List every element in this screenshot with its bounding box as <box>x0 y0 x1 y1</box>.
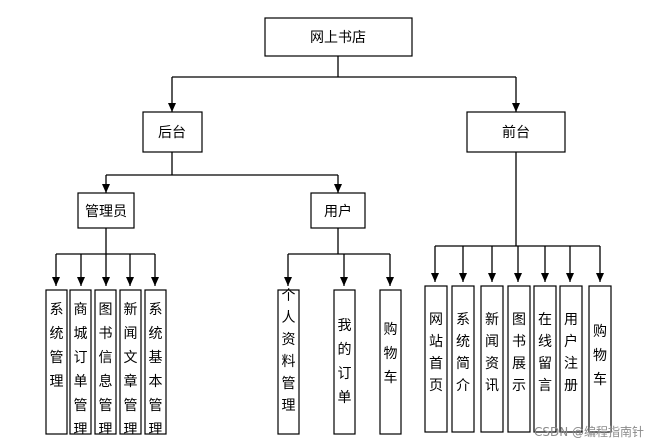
watermark: CSDN @编程指南针 <box>534 424 644 439</box>
user-node: 用户 <box>310 192 366 229</box>
root-label: 网上书店 <box>310 30 366 46</box>
admin-leaf-0: 系统管理 <box>45 289 68 435</box>
front-leaf-label-3: 图书展示 <box>512 312 526 394</box>
user-leaf-0: 个人资料管理 <box>277 288 300 435</box>
front-leaf-label-6: 购物车 <box>593 324 607 388</box>
frontend-label: 前台 <box>502 124 530 141</box>
front-leaf-4: 在线留言 <box>533 285 557 433</box>
front-leaf-label-4: 在线留言 <box>538 312 552 394</box>
admin-leaf-1: 商城订单管理 <box>69 289 92 438</box>
admin-node: 管理员 <box>77 192 135 229</box>
frontend-node: 前台 <box>466 111 566 153</box>
front-leaf-label-5: 用户注册 <box>564 312 578 394</box>
front-leaf-0: 网站首页 <box>424 285 448 433</box>
admin-leaf-label-1: 商城订单管理 <box>74 302 88 438</box>
user-leaf-2: 购物车 <box>379 289 402 435</box>
admin-leaf-label-3: 新闻文章管理 <box>124 302 138 438</box>
user-leaf-label-1: 我的订单 <box>338 318 352 406</box>
connector-user <box>284 228 394 286</box>
user-leaf-label-2: 购物车 <box>384 322 398 386</box>
connector-frontend <box>431 152 604 282</box>
admin-leaf-label-0: 系统管理 <box>50 302 64 390</box>
front-leaf-label-1: 系统简介 <box>456 312 470 394</box>
admin-leaf-label-4: 系统基本管理 <box>149 302 163 438</box>
connector-backend <box>102 152 342 193</box>
user-leaf-label-0: 个人资料管理 <box>282 288 296 414</box>
admin-leaf-3: 新闻文章管理 <box>119 289 142 438</box>
backend-label: 后台 <box>158 125 186 141</box>
admin-label: 管理员 <box>85 204 127 220</box>
root-node: 网上书店 <box>264 17 413 57</box>
connector-admin <box>52 228 159 286</box>
user-label: 用户 <box>324 203 352 220</box>
front-leaf-label-0: 网站首页 <box>429 312 443 394</box>
front-leaf-label-2: 新闻资讯 <box>485 312 499 394</box>
front-leaf-6: 购物车 <box>588 285 612 433</box>
user-leaf-1: 我的订单 <box>333 289 356 435</box>
admin-leaf-4: 系统基本管理 <box>144 289 167 438</box>
front-leaf-2: 新闻资讯 <box>480 285 504 433</box>
connector-root <box>168 56 520 112</box>
front-leaf-3: 图书展示 <box>507 285 531 433</box>
front-leaf-5: 用户注册 <box>559 285 583 433</box>
admin-leaf-2: 图书信息管理 <box>94 289 117 438</box>
admin-leaf-label-2: 图书信息管理 <box>99 302 113 438</box>
front-leaf-1: 系统简介 <box>451 285 475 433</box>
backend-node: 后台 <box>142 111 203 153</box>
